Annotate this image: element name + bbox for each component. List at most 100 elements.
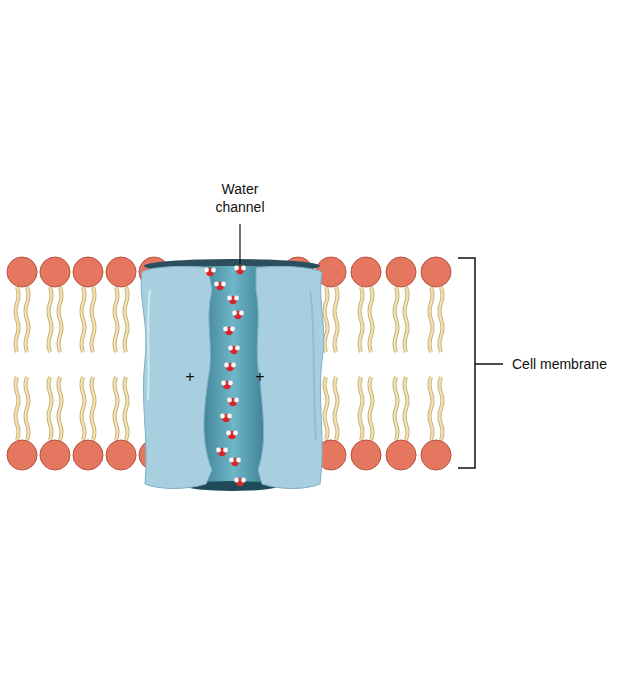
lipid-tail	[370, 377, 373, 440]
phospholipid-head	[386, 440, 416, 470]
phospholipid-head	[40, 440, 70, 470]
lipid-tail	[26, 377, 29, 440]
water-molecule	[223, 327, 235, 336]
lipid-tail	[440, 377, 443, 440]
lipid-tail	[115, 287, 118, 352]
hydrogen-atom	[234, 266, 239, 271]
lipid-tail	[82, 287, 85, 352]
lipid-tail	[430, 377, 433, 440]
phospholipid-head	[73, 440, 103, 470]
hydrogen-atom	[241, 266, 246, 271]
lipid-tail	[49, 377, 52, 440]
hydrogen-atom	[228, 381, 233, 386]
phospholipid-head	[7, 440, 37, 470]
lipid-tail	[125, 287, 128, 352]
lipid-tail	[360, 287, 363, 352]
water-molecule	[224, 363, 236, 372]
lipid-tail	[430, 287, 433, 352]
lipid-tail	[370, 287, 373, 352]
water-molecule	[234, 478, 246, 487]
phospholipid-head	[106, 440, 136, 470]
bracket	[458, 258, 503, 468]
lipid-tail	[440, 287, 443, 352]
lipid-tail	[395, 377, 398, 440]
lipid-tail	[16, 377, 19, 440]
lipid-tail	[59, 377, 62, 440]
lipid-tail	[440, 287, 443, 352]
hydrogen-atom	[236, 458, 241, 463]
water-molecule	[214, 282, 226, 291]
phospholipid-head	[40, 257, 70, 287]
hydrogen-atom	[234, 296, 239, 301]
charge-sign: +	[255, 368, 264, 386]
lipid-tail	[335, 287, 338, 352]
lipid-tail	[92, 377, 95, 440]
charge-sign: +	[185, 368, 194, 386]
lipid-tail	[115, 377, 118, 440]
membrane-label: Cell membrane	[512, 355, 607, 373]
hydrogen-atom	[223, 448, 228, 453]
lipid-tail	[16, 287, 19, 352]
lipid-tail	[360, 287, 363, 352]
hydrogen-atom	[220, 414, 225, 419]
protein-subunit-left	[141, 266, 212, 488]
lipid-tail	[325, 287, 328, 352]
water-molecule	[204, 268, 216, 277]
lipid-tail	[92, 287, 95, 352]
lipid-tail	[82, 377, 85, 440]
lipid-tail	[405, 287, 408, 352]
lipid-tail	[360, 377, 363, 440]
hydrogen-atom	[234, 398, 239, 403]
hydrogen-atom	[233, 431, 238, 436]
hydrogen-atom	[211, 268, 216, 273]
lipid-tail	[405, 377, 408, 440]
water-molecule	[221, 381, 233, 390]
lipid-tail	[430, 287, 433, 352]
water-molecule	[227, 398, 239, 407]
lipid-tail	[82, 287, 85, 352]
lipid-tail	[325, 287, 328, 352]
lipid-tail	[59, 287, 62, 352]
lipid-tail	[430, 377, 433, 440]
water-molecule	[220, 414, 232, 423]
lipid-tail	[92, 377, 95, 440]
hydrogen-atom	[234, 478, 239, 483]
lipid-tail	[440, 377, 443, 440]
hydrogen-atom	[224, 363, 229, 368]
hydrogen-atom	[232, 311, 237, 316]
phospholipid-head	[7, 257, 37, 287]
lipid-tail	[59, 287, 62, 352]
lipid-tail	[405, 287, 408, 352]
lipid-tail	[360, 377, 363, 440]
water-molecule	[234, 266, 246, 275]
phospholipid-head	[73, 257, 103, 287]
hydrogen-atom	[228, 346, 233, 351]
hydrogen-atom	[235, 346, 240, 351]
hydrogen-atom	[204, 268, 209, 273]
lipid-tail	[26, 287, 29, 352]
channel-label: Water channel	[200, 180, 280, 216]
hydrogen-atom	[216, 448, 221, 453]
lipid-tail	[395, 377, 398, 440]
lipid-tail	[335, 377, 338, 440]
hydrogen-atom	[226, 431, 231, 436]
hydrogen-atom	[230, 327, 235, 332]
lipid-tail	[115, 377, 118, 440]
water-molecule	[229, 458, 241, 467]
lipid-tail	[92, 287, 95, 352]
lipid-tail	[49, 377, 52, 440]
water-molecule	[226, 431, 238, 440]
lipid-tail	[49, 287, 52, 352]
lipid-tail	[49, 287, 52, 352]
lipid-tail	[125, 287, 128, 352]
hydrogen-atom	[221, 381, 226, 386]
lipid-tail	[325, 377, 328, 440]
phospholipid-head	[106, 257, 136, 287]
hydrogen-atom	[241, 478, 246, 483]
lipid-tail	[115, 287, 118, 352]
water-molecule	[228, 346, 240, 355]
hydrogen-atom	[227, 398, 232, 403]
lipid-tail	[335, 377, 338, 440]
